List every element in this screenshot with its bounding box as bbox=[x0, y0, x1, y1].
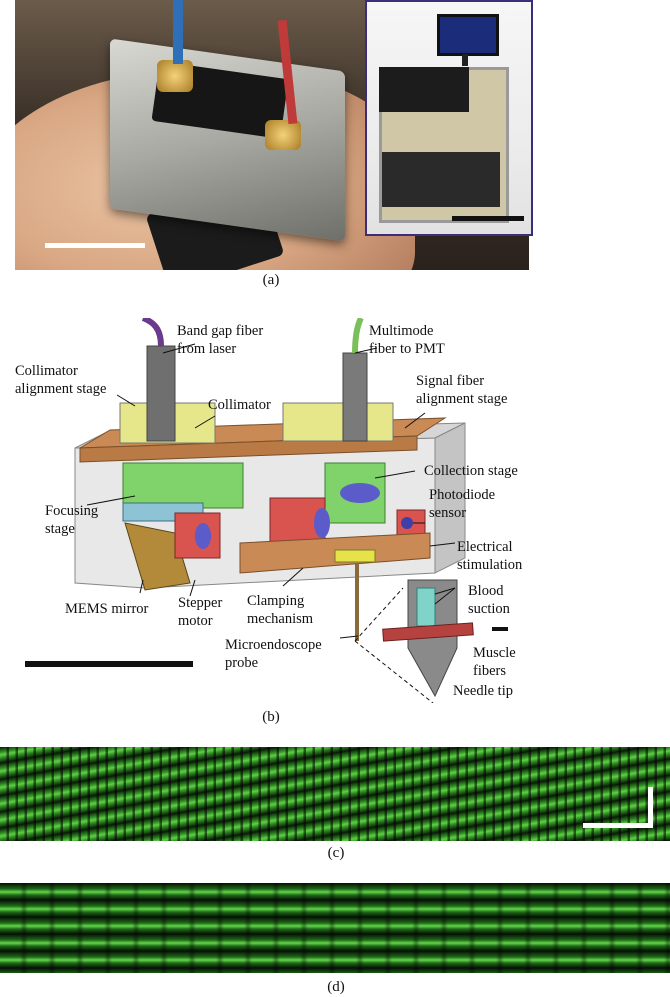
caption-c: (c) bbox=[327, 845, 345, 861]
label-multimode-fiber: Multimode fiber to PMT bbox=[369, 323, 445, 357]
label-band-gap-fiber: Band gap fiber from laser bbox=[177, 323, 264, 357]
scale-bar-horizontal bbox=[583, 823, 653, 828]
blue-fiber-cable bbox=[173, 0, 183, 64]
caption-a: (a) bbox=[262, 272, 280, 288]
label-blood-suction: Blood suction bbox=[468, 583, 510, 617]
cad-diagram: Band gap fiber from laser Multimode fibe… bbox=[15, 318, 530, 703]
caption-d: (d) bbox=[327, 979, 345, 995]
photo-cart-inset bbox=[365, 0, 533, 236]
scale-bar bbox=[45, 243, 145, 248]
label-collimator: Collimator bbox=[208, 397, 271, 413]
label-stepper-motor: Stepper motor bbox=[178, 595, 223, 629]
label-collection-stage: Collection stage bbox=[424, 463, 518, 479]
fiber-connector-left bbox=[157, 60, 193, 92]
microscope-housing bbox=[110, 38, 345, 242]
monitor bbox=[437, 14, 499, 56]
label-photodiode-sensor: Photodiode sensor bbox=[429, 487, 496, 521]
label-microendoscope-probe: Microendoscope probe bbox=[225, 637, 322, 671]
label-needle-tip: Needle tip bbox=[453, 683, 513, 699]
label-clamping-mechanism: Clamping mechanism bbox=[247, 593, 314, 627]
caption-b: (b) bbox=[262, 709, 280, 725]
label-electrical-stimulation: Electrical stimulation bbox=[457, 539, 523, 573]
fluorescence-image-c bbox=[0, 747, 670, 841]
lower-shelf-equipment bbox=[382, 152, 500, 207]
scale-bar-inset bbox=[452, 216, 524, 221]
scale-bar-vertical bbox=[648, 787, 653, 828]
laser-enclosure bbox=[379, 67, 469, 112]
fiber-connector-right bbox=[265, 120, 301, 150]
device-illustration bbox=[25, 318, 508, 703]
label-mems-mirror: MEMS mirror bbox=[65, 601, 149, 617]
monitor-stand bbox=[462, 54, 468, 66]
label-signal-fiber-alignment-stage: Signal fiber alignment stage bbox=[416, 373, 508, 407]
label-muscle-fibers: Muscle fibers bbox=[473, 645, 516, 679]
fluorescence-image-d bbox=[0, 883, 670, 973]
label-focusing-stage: Focusing stage bbox=[45, 503, 99, 537]
label-collimator-alignment-stage: Collimator alignment stage bbox=[15, 363, 107, 397]
